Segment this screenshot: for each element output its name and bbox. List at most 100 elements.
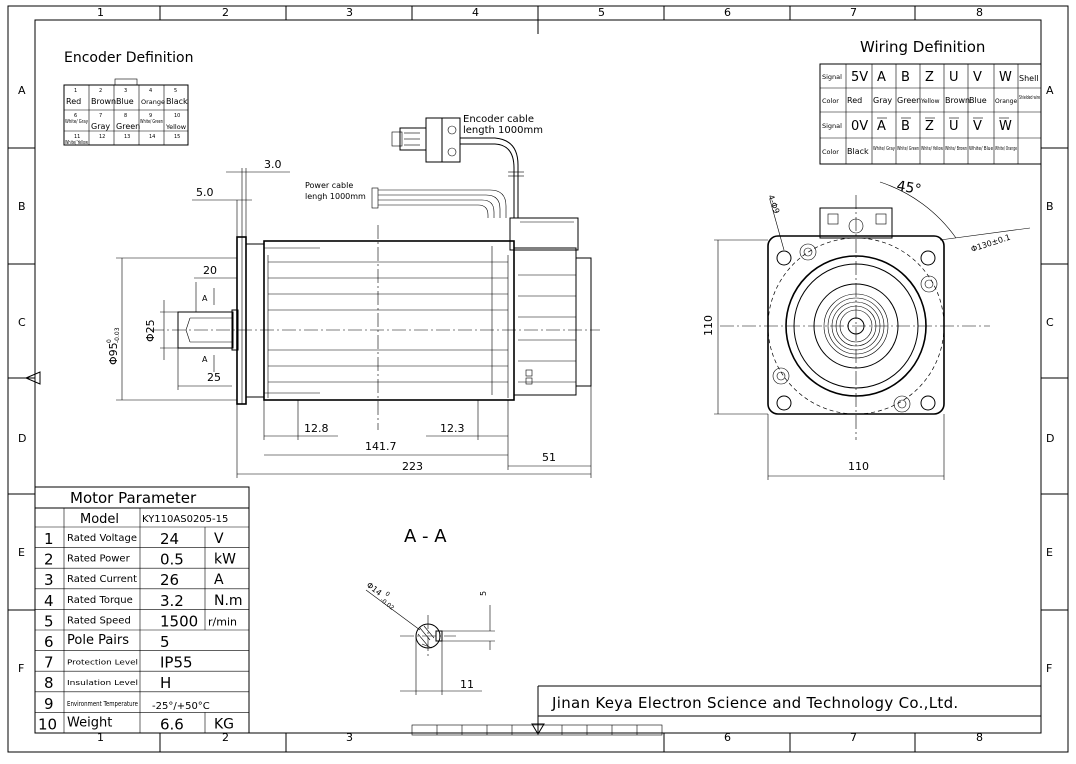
- dim-20: 20: [203, 264, 217, 277]
- param-name: Protection Level: [67, 659, 138, 667]
- scale-bar: [411, 724, 663, 736]
- wiring-row-label: Color: [822, 97, 839, 105]
- wiring-cell: Red: [847, 96, 862, 105]
- param-value: 3.2: [160, 592, 184, 610]
- power-cable-label: Power cable: [305, 181, 353, 190]
- wiring-cell: White/ Green: [897, 146, 919, 152]
- dim-phi95-tol-bot: -0.03: [114, 327, 121, 343]
- dim-phi130: Φ130±0.1: [970, 233, 1012, 254]
- param-name: Weight: [67, 715, 112, 730]
- encoder-pin-number: 13: [124, 134, 130, 140]
- wiring-cell: Z: [925, 119, 934, 134]
- param-index: 4: [44, 592, 54, 610]
- wiring-row-label: Signal: [822, 73, 842, 81]
- encoder-pin-color: Brown: [91, 97, 116, 106]
- param-name: Rated Torque: [67, 595, 133, 606]
- title-block: Jinan Keya Electron Science and Technolo…: [537, 685, 1041, 733]
- encoder-pin-number: 12: [99, 134, 105, 140]
- wiring-cell: White/ Orange: [995, 146, 1017, 152]
- param-index: 1: [44, 530, 54, 548]
- param-name: Rated Power: [67, 554, 131, 565]
- dim-12-3: 12.3: [440, 422, 465, 435]
- dim-223: 223: [402, 460, 423, 473]
- col-label: 6: [724, 6, 731, 19]
- wiring-row-label: Signal: [822, 122, 842, 130]
- wiring-cell: B: [901, 70, 910, 85]
- col-label: 3: [346, 6, 353, 19]
- encoder-pin-number: 14: [149, 134, 155, 140]
- row-label: D: [1046, 432, 1054, 445]
- wiring-cell: A: [877, 119, 886, 134]
- dim-phi25: Φ25: [144, 319, 157, 342]
- wiring-cell: White/ Blue: [969, 146, 993, 152]
- row-label: A: [18, 84, 26, 97]
- col-label: 1: [97, 6, 104, 19]
- zone-ticks: [8, 6, 1068, 752]
- zone-labels: 1 2 3 4 5 6 7 8 1 2 3 6 7 8 A B C D E F …: [18, 6, 1054, 744]
- wiring-cell: U: [949, 119, 959, 134]
- shaft-key-section: Φ14 0 -0.02 5 11: [365, 580, 495, 695]
- param-unit: kW: [214, 552, 236, 568]
- wiring-cell: Yellow: [920, 98, 940, 105]
- dim-25: 25: [207, 371, 221, 384]
- encoder-definition-title: Encoder Definition: [64, 50, 193, 66]
- param-value: -25°/+50°C: [152, 701, 210, 712]
- col-label: 7: [850, 6, 857, 19]
- encoder-connector: [425, 117, 461, 163]
- param-name: Rated Current: [67, 574, 137, 585]
- mounting-hole: [776, 250, 792, 266]
- encoder-pin-number: 7: [99, 113, 102, 119]
- param-index: 2: [44, 551, 54, 569]
- encoder-pin-number: 15: [174, 134, 180, 140]
- wiring-cell: Brown: [945, 96, 970, 105]
- dim-51: 51: [542, 451, 556, 464]
- wiring-cell: W: [999, 70, 1012, 85]
- motor-parameter-title: Motor Parameter: [70, 489, 197, 507]
- param-value: 1500: [160, 612, 198, 630]
- row-label: B: [18, 200, 26, 213]
- dim-5: 5.0: [196, 186, 214, 199]
- motor-front-view: 110 110 45° 4-Φ9 Φ130±0.1: [702, 178, 1031, 480]
- row-label: E: [18, 546, 25, 559]
- param-unit: r/min: [208, 615, 237, 628]
- encoder-pin-color: Orange: [141, 98, 165, 106]
- dim-phi95-tol-top: 0: [106, 339, 113, 343]
- power-cable-label-2: lengh 1000mm: [305, 192, 366, 201]
- row-label: A: [1046, 84, 1054, 97]
- col-label: 2: [222, 731, 229, 744]
- row-label: F: [1046, 662, 1052, 675]
- wiring-cell: Orange: [995, 98, 1017, 105]
- param-index: 9: [44, 695, 54, 713]
- param-name: Rated Speed: [67, 615, 131, 626]
- param-index: 7: [44, 654, 54, 672]
- encoder-connector-outline: [63, 84, 189, 146]
- section-a-a-label: A - A: [404, 526, 447, 547]
- param-unit: KG: [214, 716, 234, 732]
- param-value: 26: [160, 571, 179, 589]
- encoder-pin-number: 6: [74, 113, 77, 119]
- col-label: 3: [346, 731, 353, 744]
- param-unit: V: [214, 531, 224, 547]
- encoder-pin-number: 3: [124, 88, 127, 94]
- mounting-hole: [920, 395, 936, 411]
- encoder-pin-number: 2: [99, 88, 102, 94]
- param-value: IP55: [160, 654, 193, 672]
- encoder-pin-color: White/ Yellow: [65, 140, 88, 146]
- encoder-pin-number: 10: [174, 113, 180, 119]
- encoder-pin-color: Black: [166, 97, 188, 106]
- param-value: 6.6: [160, 715, 184, 733]
- encoder-pin-number: 5: [174, 88, 177, 94]
- encoder-pin-color: White/ Green: [140, 119, 163, 125]
- row-label: C: [1046, 316, 1054, 329]
- param-value: 5: [160, 633, 170, 651]
- mounting-hole: [776, 395, 792, 411]
- wiring-cell: Green: [897, 96, 921, 105]
- motor-side-view: Encoder cable length 1000mm Power cable …: [106, 114, 600, 478]
- section-mark-a: A: [202, 294, 208, 303]
- param-index: 10: [38, 715, 57, 733]
- wiring-cell: White/ Yellow: [921, 146, 943, 152]
- row-label: F: [18, 662, 24, 675]
- wiring-cell: Z: [925, 70, 934, 85]
